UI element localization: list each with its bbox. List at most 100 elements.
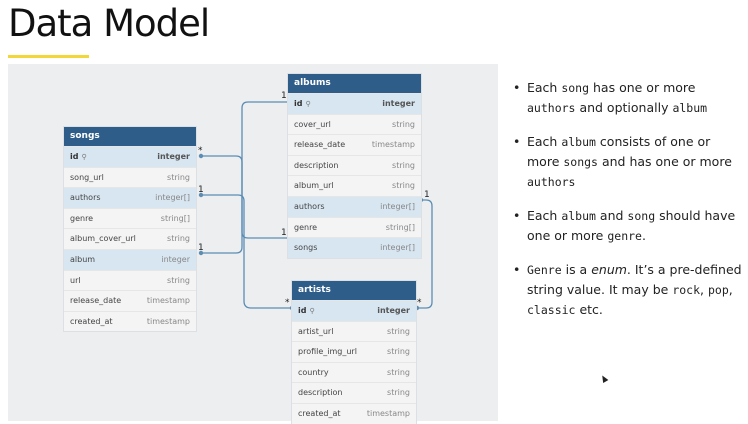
column-name: authors [70,193,101,203]
cardinality-songs-album: 1 [198,243,204,253]
albums-row-release_date[interactable]: release_date timestamp [288,134,421,155]
column-name: song_url [70,172,104,182]
column-name: genre [294,222,318,232]
column-type: integer [377,306,410,315]
column-type: string [392,160,415,170]
songs-row-authors[interactable]: authors integer[] [64,187,196,208]
songs-row-url[interactable]: url string [64,269,196,291]
bullet-icon: • [513,208,521,223]
albums-row-album_url[interactable]: album_url string [288,175,421,196]
note-item: •Each album consists of one or more song… [513,134,732,189]
songs-table-header[interactable]: songs [64,127,196,146]
cardinality-albums-songs: 1 [281,228,287,238]
note-item: •Each album and song should have one or … [513,208,736,243]
artists-row-country[interactable]: country string [292,361,416,383]
column-name: album_cover_url [70,234,136,244]
column-name: description [294,160,339,170]
albums-row-genre[interactable]: genre string[] [288,216,421,238]
cardinality-albums-authors: 1 [424,190,430,200]
note-item: •Each song has one or more authors and o… [513,80,708,115]
column-type: string [167,275,190,285]
column-name: profile_img_url [298,347,357,357]
artists-row-id[interactable]: id⚲ integer [292,300,416,321]
rel-songs-id-albums-songs [201,155,289,239]
column-name: description [298,388,343,398]
column-name: artist_url [298,326,334,336]
albums-row-authors[interactable]: authors integer[] [288,195,421,217]
column-type: timestamp [146,316,190,326]
column-type: integer[] [380,201,415,211]
column-type: string [167,234,190,244]
column-type: timestamp [146,296,190,306]
bullet-icon: • [513,134,521,149]
slide-title: Data Model [8,2,210,45]
albums-table-header[interactable]: albums [288,74,421,93]
cardinality-songs-id: * [198,146,203,156]
column-name: songs [294,243,318,253]
mouse-cursor-icon [599,373,609,384]
column-type: integer[] [380,243,415,253]
songs-row-song_url[interactable]: song_url string [64,166,196,188]
column-type: timestamp [366,408,410,418]
column-name: id⚲ [294,99,311,108]
column-type: string [387,326,410,336]
relationship-lines [198,99,433,311]
column-type: integer [157,152,190,161]
column-type: timestamp [371,140,415,150]
artists-row-description[interactable]: description string [292,382,416,403]
key-icon: ⚲ [309,307,315,315]
rel-albums-authors-artists-id [417,199,433,309]
column-name: authors [294,201,325,211]
songs-row-id[interactable]: id⚲ integer [64,146,196,167]
key-icon: ⚲ [305,100,311,108]
column-type: integer [382,99,415,108]
songs-row-created_at[interactable]: created_at timestamp [64,310,196,332]
column-type: integer[] [155,193,190,203]
column-type: string [387,367,410,377]
column-type: string [392,181,415,191]
cardinality-artists-id-left: * [285,298,290,308]
column-type: string [167,172,190,182]
column-type: string [387,388,410,398]
albums-row-songs[interactable]: songs integer[] [288,237,421,258]
column-type: integer [161,254,190,264]
cardinality-artists-id-right: * [417,298,422,308]
column-type: string[] [160,213,190,223]
column-name: created_at [70,316,113,326]
bullet-icon: • [513,262,521,277]
albums-row-id[interactable]: id⚲ integer [288,93,421,114]
rel-songs-authors-artists-id [201,194,292,309]
artists-table-header[interactable]: artists [292,281,416,300]
column-name: album [70,254,96,264]
note-item: •Genre is a enum. It’s a pre-defined str… [513,262,742,317]
column-name: genre [70,213,94,223]
albums-row-description[interactable]: description string [288,154,421,176]
column-name: album_url [294,181,334,191]
key-icon: ⚲ [81,153,87,161]
column-type: string [392,119,415,129]
title-underline [8,55,89,58]
column-name: url [70,275,81,285]
cardinality-albums-id: 1 [281,91,287,101]
column-name: id⚲ [70,152,87,161]
cardinality-songs-authors: 1 [198,185,204,195]
column-name: release_date [294,140,346,150]
column-type: string[] [385,222,415,232]
songs-row-genre[interactable]: genre string[] [64,207,196,229]
songs-row-release_date[interactable]: release_date timestamp [64,290,196,311]
rel-albums-id-songs-album [201,101,289,254]
notes-list: •Each song has one or more authors and o… [513,78,745,334]
column-name: release_date [70,296,122,306]
songs-row-album[interactable]: album integer [64,248,196,270]
column-name: id⚲ [298,306,315,315]
column-name: country [298,367,329,377]
artists-row-artist_url[interactable]: artist_url string [292,320,416,342]
songs-row-album_cover_url[interactable]: album_cover_url string [64,228,196,249]
